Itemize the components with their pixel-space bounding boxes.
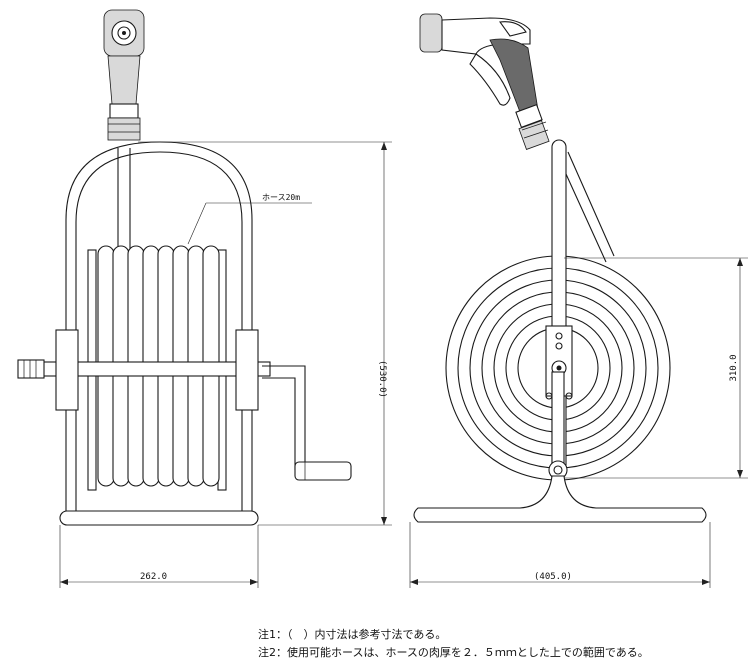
dim-front-arrow-right	[250, 579, 258, 585]
hose-leader-line	[187, 202, 207, 245]
dim-front-label: 262.0	[140, 572, 167, 582]
dim-side-arrow-right	[702, 579, 710, 585]
front-nozzle	[103, 9, 145, 141]
dim-reel-arrow-top	[737, 258, 743, 266]
front-crank-arm-inner	[262, 377, 296, 470]
front-inlet-connector	[17, 359, 45, 379]
dim-front-arrow-left	[60, 579, 68, 585]
front-hub-left	[55, 329, 79, 411]
side-crank-arm	[551, 371, 565, 471]
dim-reel-label: 310.0	[729, 354, 739, 381]
side-hub-center	[556, 365, 562, 371]
front-frame-arch-inner	[75, 151, 243, 512]
dim-reel-arrow-bottom	[737, 470, 743, 478]
dim-side-label: (405.0)	[534, 572, 572, 582]
dim-height-arrow-bottom	[381, 517, 387, 525]
side-bolt-right	[565, 392, 573, 400]
side-crank-knob-inner	[553, 465, 563, 475]
hose-label: ホース20m	[262, 193, 300, 202]
note-2: 注2：使用可能ホースは、ホースの肉厚を２．５ｍｍとした上での範囲である。	[258, 646, 649, 659]
dim-height-label: (530.0)	[377, 360, 387, 398]
front-crank-arm	[262, 365, 306, 471]
side-spray-gun	[419, 13, 550, 150]
side-view: 310.0 (405.0)	[409, 13, 748, 588]
note-1: 注1：（ ）内寸法は参考寸法である。	[258, 628, 447, 641]
notes: 注1：（ ）内寸法は参考寸法である。 注2：使用可能ホースは、ホースの肉厚を２．…	[258, 626, 649, 662]
front-crank-grip	[294, 461, 352, 481]
dim-height-arrow-top	[381, 142, 387, 150]
side-base	[413, 475, 707, 523]
side-bolt-upper	[555, 342, 563, 350]
front-base	[59, 510, 259, 526]
front-view: ホース20m (530.0) 262.0	[17, 9, 392, 588]
dim-side-arrow-left	[410, 579, 418, 585]
front-hub-right	[235, 329, 259, 411]
side-bolt-top	[555, 332, 563, 340]
